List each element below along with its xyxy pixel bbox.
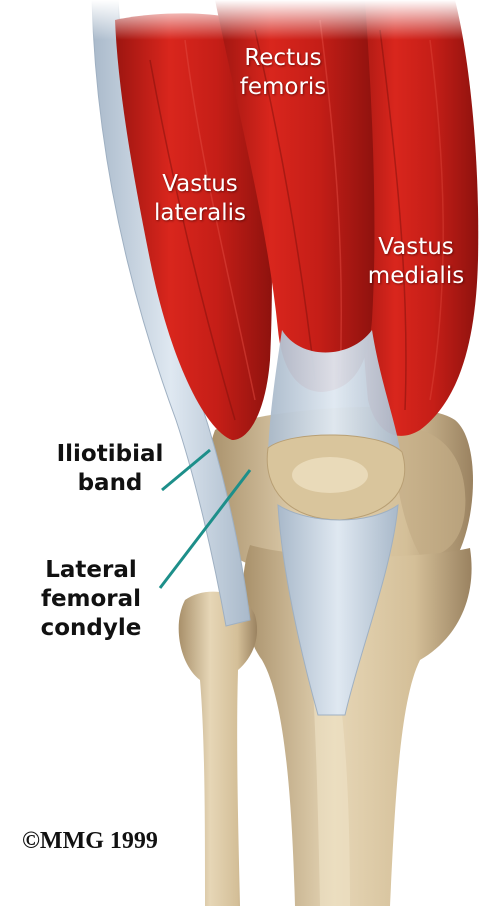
label-rectus-femoris: Rectus femoris bbox=[228, 44, 338, 102]
label-iliotibial-band: Iliotibial band bbox=[40, 440, 180, 498]
label-lateral-femoral-condyle: Lateral femoral condyle bbox=[16, 556, 166, 643]
fibula-bone bbox=[179, 592, 257, 906]
label-vastus-lateralis: Vastus lateralis bbox=[140, 170, 260, 228]
copyright-notice: ©MMG 1999 bbox=[22, 828, 158, 855]
top-fade bbox=[0, 0, 483, 40]
label-vastus-medialis: Vastus medialis bbox=[357, 233, 475, 291]
